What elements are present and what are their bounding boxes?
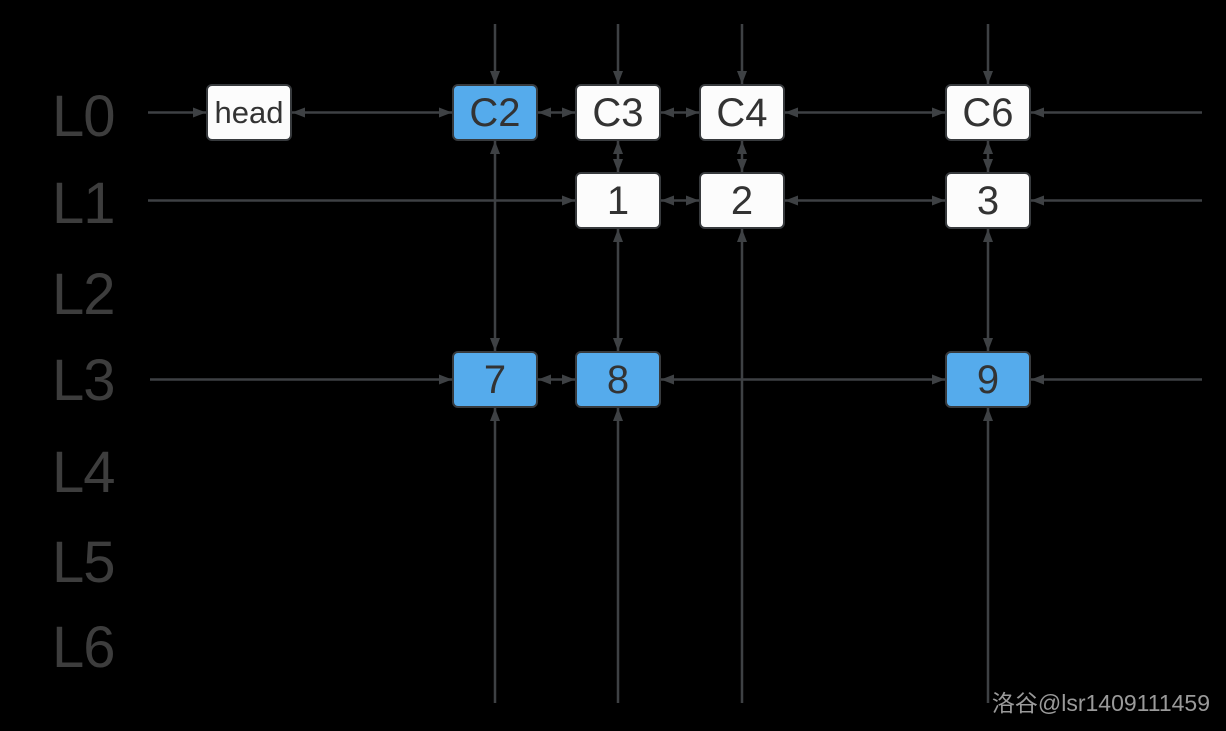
node-label: 9	[976, 357, 1000, 402]
node-head: head	[206, 84, 292, 141]
node-n3: 3	[945, 172, 1031, 229]
node-n1: 1	[575, 172, 661, 229]
node-label: C4	[716, 90, 768, 135]
node-label: 7	[483, 357, 507, 402]
node-c4: C4	[699, 84, 785, 141]
node-n2: 2	[699, 172, 785, 229]
node-c6: C6	[945, 84, 1031, 141]
node-c3: C3	[575, 84, 661, 141]
node-label: C3	[592, 90, 644, 135]
level-label-l1: L1	[52, 171, 116, 236]
level-label-l4: L4	[52, 440, 116, 505]
level-label-l3: L3	[52, 348, 116, 413]
watermark: 洛谷@lsr1409111459	[991, 690, 1210, 716]
node-n7: 7	[452, 351, 538, 408]
node-label: 2	[730, 178, 754, 223]
node-label: 1	[606, 178, 630, 223]
node-n8: 8	[575, 351, 661, 408]
node-label: 3	[976, 178, 1000, 223]
node-n9: 9	[945, 351, 1031, 408]
level-label-l5: L5	[52, 530, 116, 595]
node-label: 8	[606, 357, 630, 402]
node-label: C2	[469, 90, 521, 135]
level-label-l2: L2	[52, 262, 116, 327]
node-label: C6	[962, 90, 1014, 135]
level-label-l6: L6	[52, 615, 116, 680]
node-c2: C2	[452, 84, 538, 141]
node-label: head	[214, 95, 284, 130]
level-label-l0: L0	[52, 84, 116, 149]
